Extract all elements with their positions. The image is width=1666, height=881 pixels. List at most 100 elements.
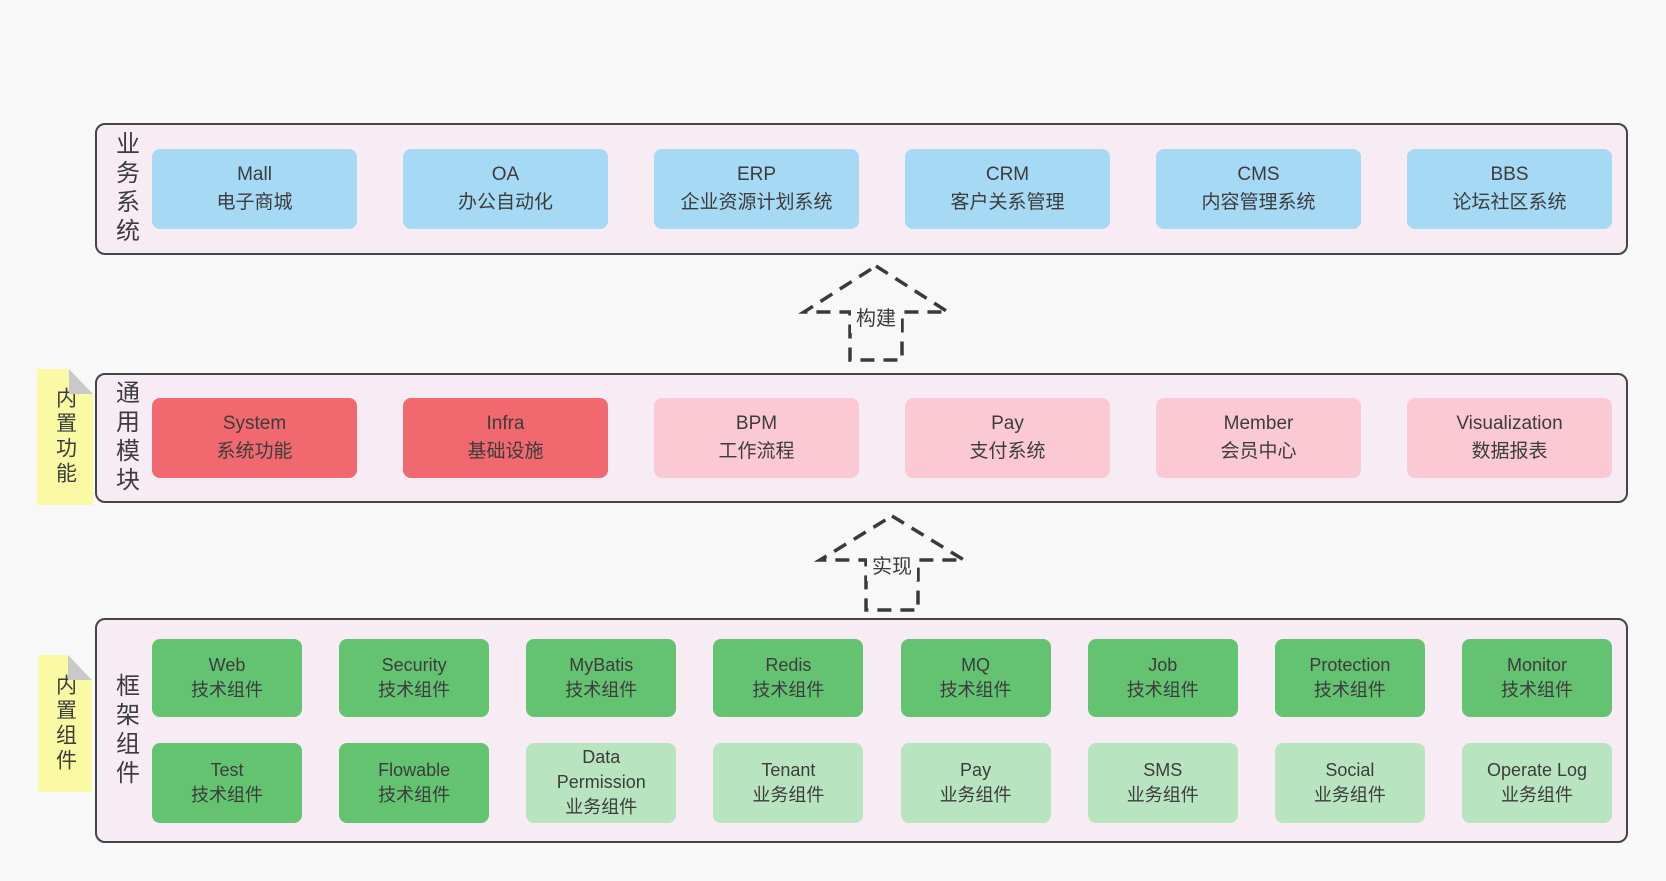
box-title: SMS — [1143, 759, 1183, 780]
box-subtitle: 办公自动化 — [457, 192, 553, 213]
box-subtitle: 客户关系管理 — [950, 192, 1065, 213]
box-subtitle: 会员中心 — [1220, 441, 1297, 462]
box-title: Redis — [765, 654, 812, 675]
box-title: System — [222, 413, 287, 434]
arrow-label: 构建 — [851, 300, 901, 333]
implement-arrow: 实现 — [812, 508, 972, 618]
box-title: Visualization — [1456, 413, 1563, 434]
band-label: 通用模块 — [97, 375, 152, 501]
box-title: Operate Log — [1486, 759, 1588, 780]
box-title: MyBatis — [569, 654, 634, 675]
box-test: Test 技术组件 — [152, 742, 302, 823]
box-pay-system: Pay 支付系统 — [905, 398, 1110, 478]
box-title: Member — [1223, 413, 1294, 434]
sticky-note-built-in-features: 内置功能 — [37, 369, 93, 505]
box-redis: Redis 技术组件 — [713, 638, 864, 717]
box-title: Job — [1148, 654, 1178, 675]
box-subtitle: 技术组件 — [191, 679, 263, 700]
box-title: Infra — [486, 413, 525, 434]
box-oa: OA 办公自动化 — [403, 149, 608, 229]
box-title: CRM — [985, 164, 1030, 185]
box-subtitle: 基础设施 — [467, 441, 544, 462]
box-subtitle: 企业资源计划系统 — [680, 192, 833, 213]
band-content: Mall 电子商城 OA 办公自动化 ERP 企业资源计划系统 CRM 客户关系… — [152, 125, 1626, 253]
box-monitor: Monitor 技术组件 — [1461, 638, 1612, 717]
component-row: Web 技术组件 Security 技术组件 MyBatis 技术组件 Redi… — [152, 638, 1612, 717]
build-arrow: 构建 — [796, 260, 956, 370]
box-title: OA — [491, 164, 520, 185]
box-subtitle: 技术组件 — [191, 784, 263, 805]
box-mq: MQ 技术组件 — [900, 638, 1051, 717]
sticky-note-label: 内置组件 — [53, 673, 77, 774]
box-tenant: Tenant 业务组件 — [713, 742, 864, 823]
box-subtitle: 业务组件 — [1126, 784, 1199, 805]
box-title: Pay — [991, 413, 1024, 434]
box-visualization: Visualization 数据报表 — [1407, 398, 1612, 478]
box-title: MQ — [961, 654, 991, 675]
box-title: Data Permission — [556, 747, 646, 792]
box-security: Security 技术组件 — [339, 638, 490, 717]
box-system: System 系统功能 — [152, 398, 357, 478]
box-subtitle: 业务组件 — [752, 784, 825, 805]
box-subtitle: 技术组件 — [565, 679, 638, 700]
box-mall: Mall 电子商城 — [152, 149, 357, 229]
folded-corner-icon — [69, 369, 93, 394]
box-title: Web — [208, 654, 246, 675]
arrow-label: 实现 — [867, 548, 917, 581]
box-cms: CMS 内容管理系统 — [1156, 149, 1361, 229]
box-title: Protection — [1309, 654, 1391, 675]
box-subtitle: 技术组件 — [1126, 679, 1199, 700]
box-pay-component: Pay 业务组件 — [900, 742, 1051, 823]
box-subtitle: 技术组件 — [1313, 679, 1386, 700]
box-subtitle: 技术组件 — [378, 784, 451, 805]
box-erp: ERP 企业资源计划系统 — [654, 149, 859, 229]
band-common-modules: 通用模块 System 系统功能 Infra 基础设施 BPM 工作流程 Pay… — [95, 373, 1628, 503]
box-sms: SMS 业务组件 — [1087, 742, 1238, 823]
box-title: ERP — [736, 164, 777, 185]
box-subtitle: 业务组件 — [1500, 784, 1573, 805]
box-web: Web 技术组件 — [152, 638, 302, 717]
band-content: System 系统功能 Infra 基础设施 BPM 工作流程 Pay 支付系统… — [152, 375, 1626, 501]
sticky-note-label: 内置功能 — [53, 387, 77, 487]
box-bbs: BBS 论坛社区系统 — [1407, 149, 1612, 229]
box-subtitle: 工作流程 — [718, 441, 795, 462]
box-member: Member 会员中心 — [1156, 398, 1361, 478]
box-title: Security — [381, 654, 447, 675]
box-subtitle: 论坛社区系统 — [1452, 192, 1567, 213]
box-title: CMS — [1237, 164, 1280, 185]
box-title: Tenant — [761, 759, 816, 780]
box-subtitle: 业务组件 — [565, 797, 638, 817]
box-subtitle: 电子商城 — [216, 192, 293, 213]
box-title: Test — [210, 759, 244, 780]
component-row: Test 技术组件 Flowable 技术组件 Data Permission … — [152, 742, 1612, 823]
band-label: 业务系统 — [97, 125, 152, 253]
box-subtitle: 技术组件 — [1500, 679, 1573, 700]
box-infra: Infra 基础设施 — [403, 398, 608, 478]
band-label: 框架组件 — [97, 620, 152, 841]
box-mybatis: MyBatis 技术组件 — [526, 638, 677, 717]
box-job: Job 技术组件 — [1087, 638, 1238, 717]
box-flowable: Flowable 技术组件 — [339, 742, 490, 823]
box-social: Social 业务组件 — [1274, 742, 1425, 823]
box-title: Social — [1325, 759, 1375, 780]
box-bpm: BPM 工作流程 — [654, 398, 859, 478]
band-framework-components: 框架组件 Web 技术组件 Security 技术组件 MyBatis 技术组件… — [95, 618, 1628, 843]
box-title: BBS — [1490, 164, 1529, 185]
sticky-note-built-in-components: 内置组件 — [38, 655, 92, 792]
band-title: 业务系统 — [111, 131, 139, 247]
box-title: Mall — [237, 164, 272, 185]
box-operate-log: Operate Log 业务组件 — [1461, 742, 1612, 823]
box-subtitle: 技术组件 — [378, 679, 451, 700]
box-title: Monitor — [1506, 654, 1567, 675]
box-subtitle: 业务组件 — [939, 784, 1012, 805]
folded-corner-icon — [68, 655, 92, 680]
box-subtitle: 支付系统 — [969, 441, 1046, 462]
box-protection: Protection 技术组件 — [1274, 638, 1425, 717]
box-subtitle: 内容管理系统 — [1201, 192, 1316, 213]
box-crm: CRM 客户关系管理 — [905, 149, 1110, 229]
band-title: 框架组件 — [111, 672, 139, 789]
band-title: 通用模块 — [111, 380, 139, 496]
band-business-systems: 业务系统 Mall 电子商城 OA 办公自动化 ERP 企业资源计划系统 CRM… — [95, 123, 1628, 255]
box-subtitle: 业务组件 — [1313, 784, 1386, 805]
